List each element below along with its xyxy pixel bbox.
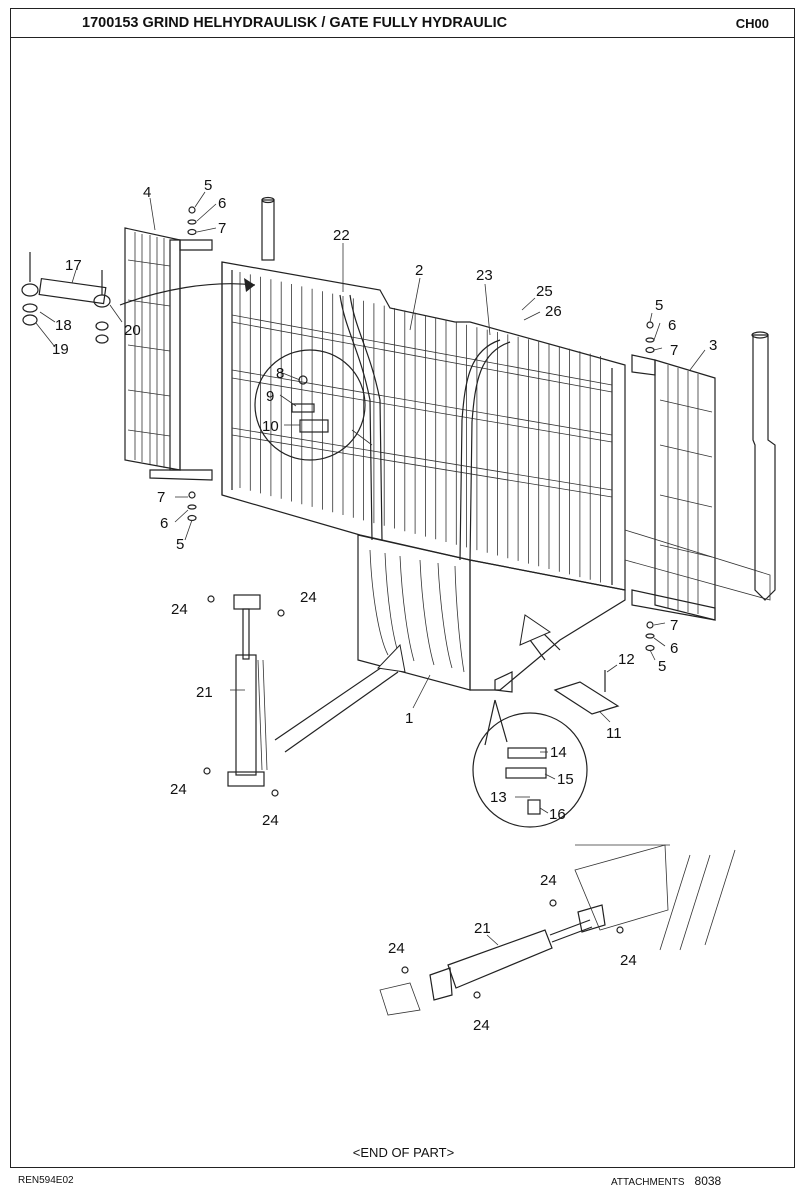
callout-24-c: 24 (170, 781, 187, 798)
callout-24-e: 24 (540, 872, 557, 889)
callout-9: 9 (266, 388, 274, 405)
plate-11 (553, 670, 620, 715)
section-name: ATTACHMENTS (611, 1177, 685, 1188)
callout-5: 5 (204, 177, 212, 194)
document-id: REN594E02 (18, 1175, 74, 1186)
callout-labels: 4 5 6 7 17 18 19 20 22 2 23 25 26 5 6 7 … (52, 177, 717, 1034)
callout-26: 26 (545, 303, 562, 320)
callout-8: 8 (276, 365, 284, 382)
pointer-arrows (119, 278, 561, 753)
callout-3: 3 (709, 337, 717, 354)
posts (261, 196, 776, 601)
callout-24-a: 24 (171, 601, 188, 618)
callout-7-lower-right: 7 (670, 617, 678, 634)
callout-17: 17 (65, 257, 82, 274)
callout-7-lower-left: 7 (157, 489, 165, 506)
section-code: CH00 (735, 16, 769, 31)
callout-15: 15 (557, 771, 574, 788)
detail-circle-wear-pads (472, 699, 588, 828)
callout-10: 10 (262, 418, 279, 435)
callout-11: 11 (606, 725, 622, 742)
callout-24-h: 24 (473, 1017, 490, 1034)
callout-7: 7 (218, 220, 226, 237)
callout-24-f: 24 (388, 940, 405, 957)
callout-6-lower-right: 6 (670, 640, 678, 657)
callout-22: 22 (333, 227, 350, 244)
callout-1: 1 (405, 710, 413, 727)
fastener-stacks (187, 206, 655, 999)
callout-7-right: 7 (670, 342, 678, 359)
callout-24-g: 24 (620, 952, 637, 969)
callout-5-lower-left: 5 (176, 536, 184, 553)
hydraulic-cylinder-left (227, 594, 268, 787)
callout-5-right: 5 (655, 297, 663, 314)
page-title: 1700153 GRIND HELHYDRAULISK / GATE FULLY… (82, 15, 508, 31)
callout-4: 4 (143, 184, 151, 201)
cylinder-pin-assembly (21, 252, 111, 344)
page-frame (10, 8, 795, 1168)
callout-6-right: 6 (668, 317, 676, 334)
right-side-panel (631, 354, 716, 621)
callout-24-b: 24 (300, 589, 317, 606)
callout-18: 18 (55, 317, 72, 334)
callout-24-d: 24 (262, 812, 279, 829)
header-bar: 1700153 GRIND HELHYDRAULISK / GATE FULLY… (10, 8, 795, 38)
callout-6: 6 (218, 195, 226, 212)
leader-lines (35, 191, 706, 946)
callout-14: 14 (550, 744, 567, 761)
callout-16: 16 (549, 806, 566, 823)
detail-circle-pins (254, 349, 373, 461)
callout-20: 20 (124, 322, 141, 339)
callout-23: 23 (476, 267, 493, 284)
main-gate-frame (221, 261, 626, 591)
callout-21-left: 21 (196, 684, 213, 701)
page-number: 8038 (694, 1174, 722, 1188)
footer-section: ATTACHMENTS 8038 (611, 1174, 721, 1188)
callout-19: 19 (52, 341, 69, 358)
callout-12: 12 (618, 651, 635, 668)
hydraulic-cylinder-bottom (379, 844, 736, 1016)
callout-2: 2 (415, 262, 423, 279)
callout-6-lower-left: 6 (160, 515, 168, 532)
left-side-panel (124, 227, 213, 481)
callout-13: 13 (490, 789, 507, 806)
callout-25: 25 (536, 283, 553, 300)
callout-21-bottom: 21 (474, 920, 491, 937)
end-of-part-label: <END OF PART> (352, 1145, 455, 1160)
callout-5-lower-right: 5 (658, 658, 666, 675)
